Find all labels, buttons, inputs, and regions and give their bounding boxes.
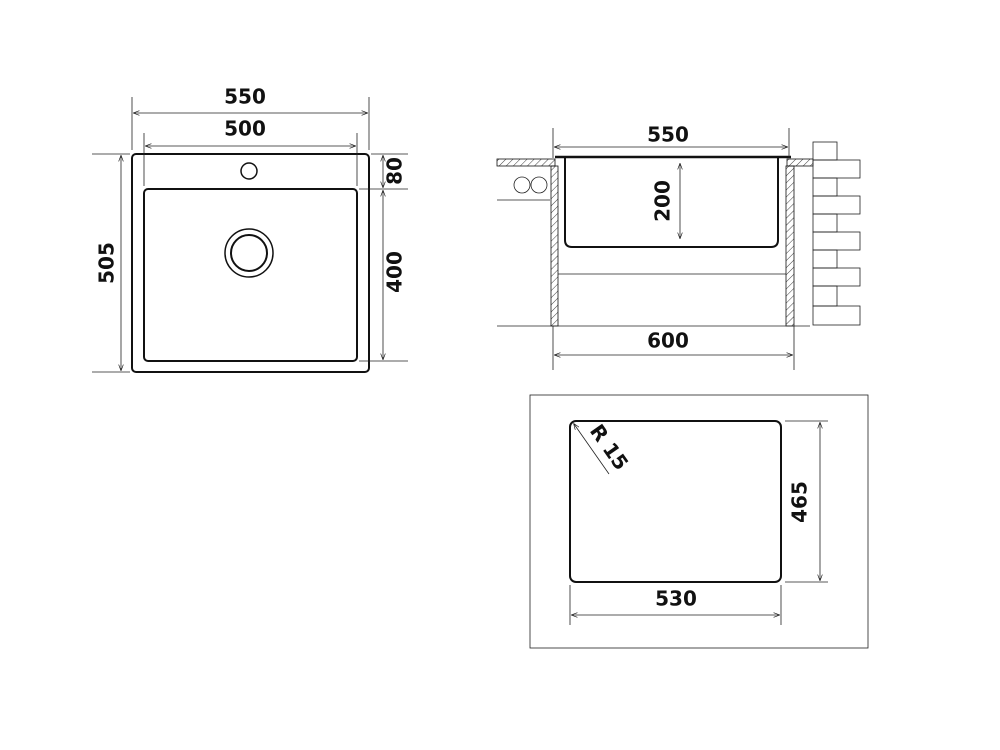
dim-label-width-outer: 550 <box>224 85 266 109</box>
countertop-left <box>496 158 556 167</box>
countertop-outline <box>529 394 869 649</box>
dim-label-top-width: 550 <box>647 123 689 147</box>
dim-label-cutout-width: 530 <box>655 587 697 611</box>
bowl-outline <box>143 188 358 362</box>
dim-label-deck-depth: 80 <box>383 157 407 185</box>
sink-outline <box>131 153 370 373</box>
dim-label-radius: R 15 <box>585 420 633 475</box>
dim-label-bowl-depth: 400 <box>383 251 407 293</box>
faucet-hole-icon <box>240 162 258 180</box>
dim-label-depth-total: 505 <box>95 242 119 284</box>
bowl-profile <box>564 158 779 248</box>
dim-label-width-inner: 500 <box>224 117 266 141</box>
top-view: 550 500 505 80 400 <box>92 85 408 373</box>
side-view: 550 200 600 <box>496 123 861 370</box>
cabinet-wall-left <box>550 165 559 327</box>
radius-leader <box>574 424 610 475</box>
dim-label-cutout-height: 465 <box>788 481 812 523</box>
cabinet-wall-right <box>785 165 795 327</box>
drain-inner-ring <box>230 234 268 272</box>
dim-label-bowl-height: 200 <box>651 180 675 222</box>
cutout-outline <box>569 420 782 583</box>
cutout-view: R 15 465 530 <box>529 394 869 649</box>
drain-icon <box>224 228 274 278</box>
pipe-icon <box>530 176 548 194</box>
brick-wall <box>812 141 861 326</box>
pipe-icon <box>513 176 531 194</box>
countertop-right <box>786 158 814 167</box>
dim-label-cabinet-width: 600 <box>647 329 689 353</box>
